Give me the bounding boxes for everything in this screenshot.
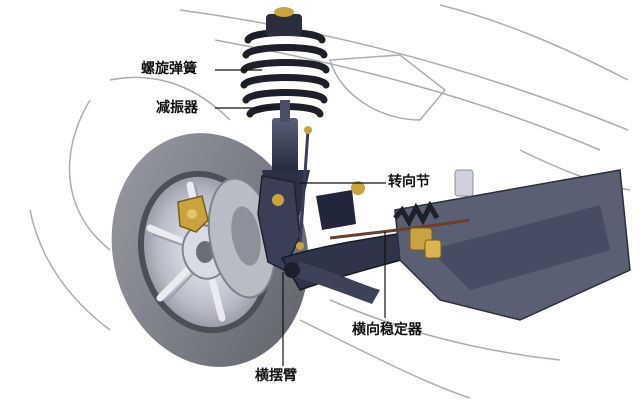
stabilizer-link (296, 126, 312, 250)
spring-top-mount (266, 7, 302, 36)
label-coil-spring: 螺旋弹簧 (141, 61, 197, 77)
label-control-arm: 横摆臂 (255, 368, 297, 384)
label-steering-knuckle: 转向节 (388, 174, 430, 190)
label-shock-absorber: 减振器 (156, 100, 198, 116)
steering-rack-boot (393, 200, 440, 228)
label-anti-roll-bar: 横向稳定器 (352, 322, 422, 338)
brake-caliper (177, 195, 209, 233)
stabilizer-bar (329, 218, 471, 259)
leader-lines (215, 69, 386, 366)
upper-link (316, 181, 365, 230)
subframe (394, 169, 631, 321)
steering-knuckle (257, 175, 301, 272)
